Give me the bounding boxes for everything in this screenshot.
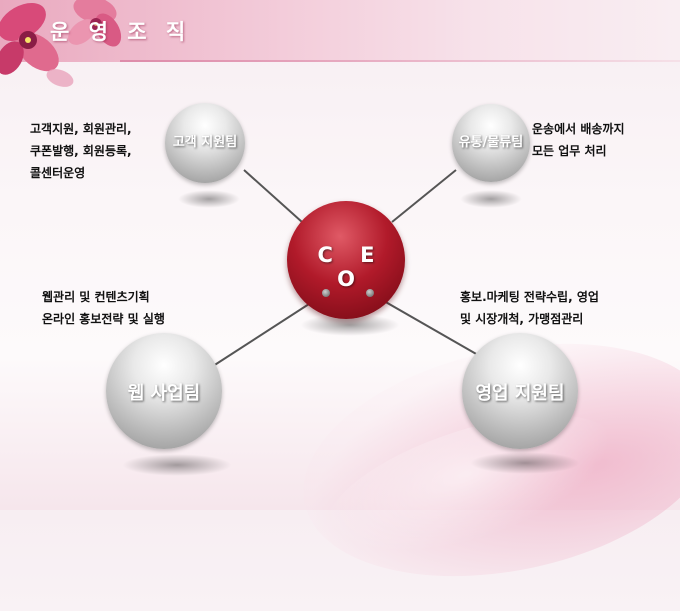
description-line: 온라인 홍보전략 및 실행 — [42, 312, 165, 326]
page-title: 운 영 조 직 — [50, 20, 192, 44]
description-line: 쿠폰발행, 회원등록, — [30, 144, 132, 158]
petal-icon — [46, 69, 74, 87]
blossom-flower-left — [0, 3, 59, 75]
node-shadow — [178, 190, 240, 208]
description-line: 모든 업무 처리 — [532, 144, 607, 158]
connector-logistics — [391, 169, 457, 223]
sales-support-label: 영업 지원팀 — [475, 383, 565, 404]
logistics-description: 운송에서 배송까지 모든 업무 처리 — [532, 118, 625, 162]
connector-web — [209, 292, 327, 369]
description-line: 및 시장개척, 가맹점관리 — [460, 312, 584, 326]
connector-sales — [369, 292, 479, 356]
description-line: 홍보.마케팅 전략수립, 영업 — [460, 290, 599, 304]
blossom-flower-right — [68, 0, 122, 47]
web-business-node: 웹 사업팀 — [106, 333, 222, 449]
connector-lines — [209, 169, 479, 369]
node-shadow — [122, 454, 232, 476]
sales-support-node: 영업 지원팀 — [462, 333, 578, 449]
logistics-label: 유통/물류팀 — [458, 135, 524, 150]
header-divider — [120, 60, 680, 62]
node-shadow — [460, 190, 522, 208]
sales-support-description: 홍보.마케팅 전략수립, 영업 및 시장개척, 가맹점관리 — [460, 286, 599, 330]
customer-support-label: 고객 지원팀 — [172, 135, 238, 150]
blossom-decoration — [0, 0, 122, 87]
customer-support-node: 고객 지원팀 — [165, 103, 245, 183]
description-line: 콜센터운영 — [30, 166, 86, 180]
web-business-label: 웹 사업팀 — [127, 383, 201, 404]
logistics-node: 유통/물류팀 — [452, 104, 530, 182]
web-business-description: 웹관리 및 컨텐츠기획 온라인 홍보전략 및 실행 — [42, 286, 165, 330]
connector-dot — [366, 289, 374, 297]
connector-customer — [243, 169, 303, 223]
description-line: 고객지원, 회원관리, — [30, 122, 132, 136]
description-line: 웹관리 및 컨텐츠기획 — [42, 290, 150, 304]
ceo-label: C E O — [317, 243, 385, 291]
ceo-node: C E O — [287, 201, 405, 319]
customer-support-description: 고객지원, 회원관리, 쿠폰발행, 회원등록, 콜센터운영 — [30, 118, 132, 184]
node-shadow — [470, 452, 580, 474]
description-line: 운송에서 배송까지 — [532, 122, 625, 136]
node-shadow — [300, 314, 400, 336]
connector-dot — [322, 289, 330, 297]
